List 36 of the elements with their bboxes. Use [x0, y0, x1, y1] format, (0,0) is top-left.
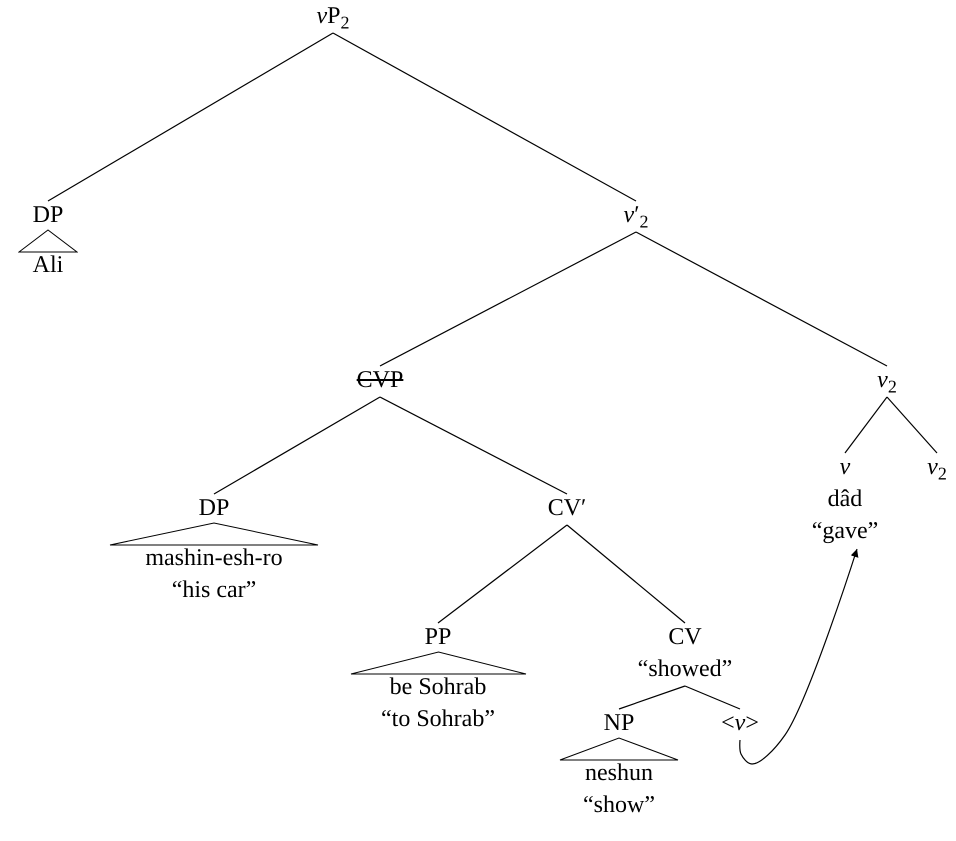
gloss-text: Ali	[32, 251, 64, 280]
node-label: CVP	[356, 364, 404, 396]
gloss-text: mashin-esh-ro	[145, 544, 283, 573]
node-label: v$_{2}$	[927, 451, 947, 483]
node-label: <v>	[721, 707, 759, 739]
tree-branch	[636, 231, 888, 367]
tree-branch	[48, 32, 334, 202]
gloss-text: “show”	[583, 791, 655, 820]
node-label: DP	[198, 494, 230, 523]
tree-branch	[566, 524, 686, 624]
gloss-text: “gave”	[812, 517, 878, 546]
tree-branch	[886, 396, 938, 454]
tree-branch	[380, 231, 636, 367]
node-label: DP	[32, 201, 64, 230]
node-label: PP	[424, 623, 452, 652]
node-label: NP	[604, 709, 634, 738]
gloss-text: “showed”	[638, 655, 732, 684]
tree-branch	[332, 32, 636, 202]
node-label: CV	[668, 623, 702, 652]
tree-branch	[380, 396, 568, 495]
node-label: v	[840, 453, 850, 482]
tree-branch	[618, 685, 686, 710]
gloss-text: dâd	[828, 485, 862, 514]
gloss-text: be Sohrab	[390, 673, 486, 702]
tree-branch	[438, 524, 568, 624]
gloss-text: “to Sohrab”	[381, 705, 495, 734]
node-label: v$_{2}$	[877, 364, 897, 396]
node-label: vP$_{2}$	[316, 0, 350, 32]
gloss-text: neshun	[585, 759, 653, 788]
tree-branch	[844, 396, 888, 454]
movement-arrow	[739, 548, 858, 765]
tree-branch	[214, 396, 380, 495]
node-label: v′$_{2}$	[624, 199, 648, 231]
node-label: CV′	[548, 492, 586, 524]
gloss-text: “his car”	[172, 576, 256, 605]
tree-branch	[684, 685, 740, 710]
